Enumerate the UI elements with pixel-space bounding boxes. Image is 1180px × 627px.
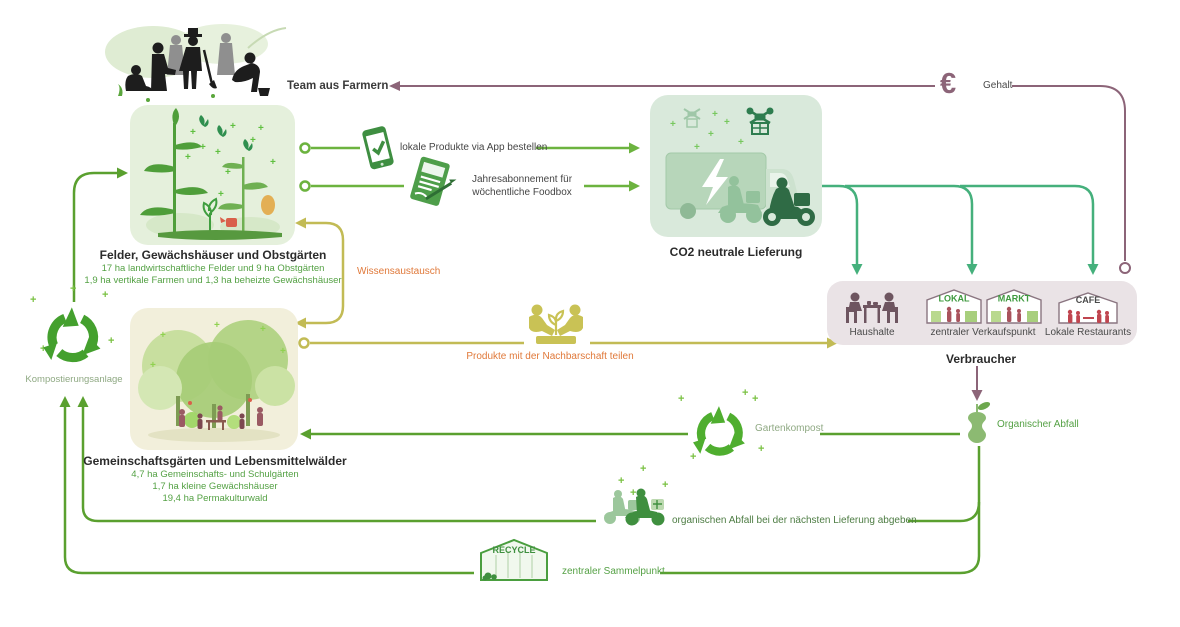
svg-text:+: +: [270, 157, 276, 168]
svg-text:+: +: [260, 324, 266, 335]
cafe-icon: CAFE: [1056, 289, 1120, 325]
svg-text:+: +: [190, 127, 196, 138]
markt-sign: MARKT: [998, 294, 1031, 304]
svg-text:+: +: [758, 443, 764, 455]
svg-text:+: +: [218, 189, 224, 200]
svg-text:+: +: [640, 463, 646, 475]
fields-box: +++ +++ +++ +: [130, 105, 295, 245]
farmers-illustration: [98, 18, 293, 110]
svg-text:+: +: [185, 152, 191, 163]
subscription-form-icon: [406, 156, 458, 214]
fields-title: Felder, Gewächshäuser und Obstgärten: [99, 248, 327, 262]
svg-text:+: +: [738, 137, 744, 148]
connector-dot: [1119, 262, 1131, 274]
composting-facility-label: Kompostierungsanlage: [25, 374, 123, 385]
waste-return-label: organischen Abfall bei der nächsten Lief…: [672, 515, 917, 526]
euro-icon: €: [940, 68, 957, 100]
svg-text:+: +: [108, 335, 114, 347]
delivery-box: +++ +++ ++: [650, 95, 822, 237]
svg-text:+: +: [708, 129, 714, 140]
subscription-label-1: Jahresabonnement für: [471, 174, 573, 185]
composting-facility-icon: [42, 304, 104, 368]
organic-waste-label: Organischer Abfall: [997, 419, 1079, 430]
community-stat-1: 4,7 ha Gemeinschafts- und Schulgärten: [131, 469, 299, 480]
svg-text:+: +: [678, 393, 684, 405]
phone-app-icon: [360, 124, 394, 172]
team-label: Team aus Farmern: [287, 80, 389, 92]
svg-text:+: +: [258, 123, 264, 134]
salary-label: Gehalt: [983, 80, 1013, 91]
svg-text:+: +: [742, 387, 748, 399]
recycle-greenhouse-icon: RECYCLE: [476, 536, 552, 582]
lokal-sign: LOKAL: [939, 294, 970, 304]
apple-core-icon: [962, 400, 992, 446]
svg-text:+: +: [670, 119, 676, 130]
delivery-illustration: +++ +++ ++: [665, 107, 815, 226]
svg-text:+: +: [215, 147, 221, 158]
delivery-flow-lines: [822, 184, 1095, 266]
central-collection-label: zentraler Sammelpunkt: [562, 566, 665, 577]
households-label: Haushalte: [849, 327, 895, 338]
svg-text:+: +: [102, 289, 108, 301]
svg-text:+: +: [200, 142, 206, 153]
garden-compost-icon: [692, 404, 748, 460]
community-stat-3: 19,4 ha Permakulturwald: [162, 493, 268, 504]
svg-text:+: +: [712, 109, 718, 120]
fields-stat-1: 17 ha landwirtschaftliche Felder und 9 h…: [101, 263, 325, 274]
community-illustration: + + + + +: [138, 320, 295, 442]
svg-text:+: +: [160, 330, 166, 341]
fields-stat-2: 1,9 ha vertikale Farmen und 1,3 ha behei…: [84, 275, 342, 286]
sales-point-label: zentraler Verkaufspunkt: [930, 327, 1036, 338]
svg-text:+: +: [150, 360, 156, 371]
svg-text:+: +: [70, 283, 76, 295]
consumers-label: Verbraucher: [945, 352, 1017, 366]
svg-text:+: +: [280, 346, 286, 357]
households-icon: [843, 290, 901, 324]
delivery-title: CO2 neutrale Lieferung: [669, 245, 803, 259]
svg-text:+: +: [225, 167, 231, 178]
svg-text:+: +: [724, 117, 730, 128]
share-label: Produkte mit der Nachbarschaft teilen: [466, 351, 634, 362]
garden-compost-label: Gartenkompost: [755, 423, 824, 434]
share-neighbourhood-icon: [524, 298, 588, 346]
svg-text:+: +: [752, 393, 758, 405]
restaurants-label: Lokale Restaurants: [1044, 327, 1132, 338]
cafe-sign: CAFE: [1076, 295, 1101, 305]
local-market-icon: LOKAL MARKT: [925, 287, 1043, 325]
order-app-label: lokale Produkte via App bestellen: [400, 142, 548, 153]
svg-text:+: +: [230, 121, 236, 132]
svg-text:+: +: [250, 135, 256, 146]
community-title: Gemeinschaftsgärten und Lebensmittelwäld…: [83, 454, 347, 468]
svg-text:+: +: [694, 142, 700, 153]
recycle-sign: RECYCLE: [492, 545, 535, 555]
subscription-label-2: wöchentliche Foodbox: [472, 187, 572, 198]
fields-illustration: +++ +++ +++ +: [140, 108, 282, 240]
community-box: + + + + +: [130, 308, 298, 450]
svg-text:+: +: [214, 320, 220, 331]
knowledge-label: Wissensaustausch: [357, 266, 441, 277]
waste-scooter-icon: [596, 484, 670, 526]
svg-text:+: +: [30, 294, 36, 306]
community-stat-2: 1,7 ha kleine Gewächshäuser: [152, 481, 278, 492]
